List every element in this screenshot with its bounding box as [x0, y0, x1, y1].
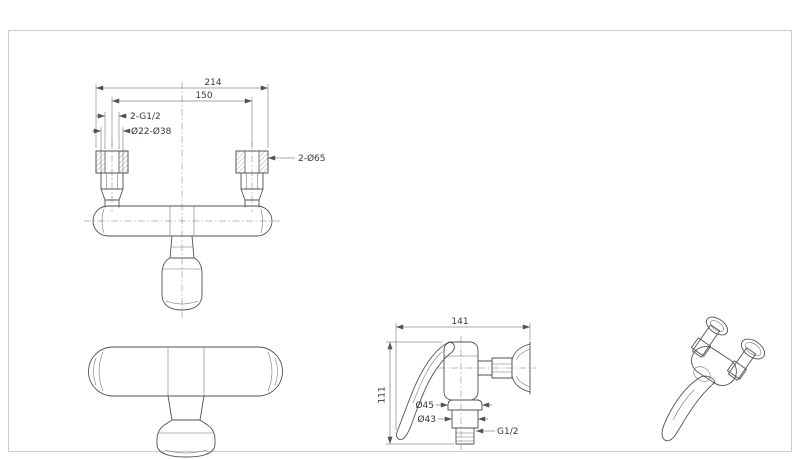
inlet-pipe-upper	[690, 324, 721, 358]
handle-side	[396, 341, 455, 441]
mixer-body-front	[92, 205, 273, 237]
outlet-thread-nipple	[455, 427, 475, 445]
outlet-cap	[451, 409, 479, 429]
body-outline	[92, 205, 273, 237]
inlet-thread-value: 2-G1/2	[130, 112, 161, 122]
handle-front	[161, 235, 203, 311]
dim-flange-diameter: Ø45	[415, 400, 492, 411]
eccentric-range-value: Ø22-Ø38	[131, 126, 172, 137]
inlet-spacing-value: 150	[195, 91, 212, 101]
body-perspective	[691, 346, 737, 386]
flange-diameter-value: Ø45	[415, 400, 434, 411]
plain-handle-outline	[156, 419, 216, 458]
cap-diameter-value: Ø43	[417, 414, 436, 425]
handle-perspective	[661, 375, 716, 442]
dim-inlet-spacing: 150	[111, 91, 253, 146]
outlet-thread-value: G1/2	[497, 427, 518, 437]
front-view-plain	[88, 346, 283, 458]
dim-escutcheon-diameter: 2-Ø65	[267, 153, 326, 164]
dim-depth: 141	[395, 317, 531, 430]
inlet-pipe-lower	[726, 347, 757, 381]
plain-body-outline	[88, 346, 283, 397]
height-value: 111	[378, 386, 388, 403]
perspective-view	[661, 316, 766, 442]
dim-height: 111	[378, 341, 454, 445]
outlet-stack	[447, 399, 483, 445]
dim-cap-diameter: Ø43	[417, 414, 488, 425]
outlet-flange	[447, 399, 483, 411]
front-view-with-dimensions: 214 150 2-G1/2 Ø22-Ø38 2-Ø65	[84, 78, 326, 318]
dim-eccentric-range: Ø22-Ø38	[92, 126, 172, 186]
dim-inlet-thread: 2-G1/2	[96, 112, 161, 149]
handle-lever-outline	[396, 341, 455, 441]
sheet-border	[8, 30, 792, 452]
right-inlet-assembly	[235, 150, 269, 208]
overall-width-value: 214	[204, 78, 221, 88]
wall-flange-upper	[705, 316, 729, 336]
dim-outlet-thread: G1/2	[475, 427, 518, 437]
handle-knob-outline	[161, 257, 203, 311]
wall-flange-lower	[740, 338, 766, 360]
side-view-with-dimensions: 141 111 Ø45 Ø43 G1/2	[378, 317, 536, 450]
escutcheon-diameter-value: 2-Ø65	[298, 153, 326, 164]
side-centerlines	[438, 336, 536, 450]
depth-value: 141	[451, 317, 468, 327]
